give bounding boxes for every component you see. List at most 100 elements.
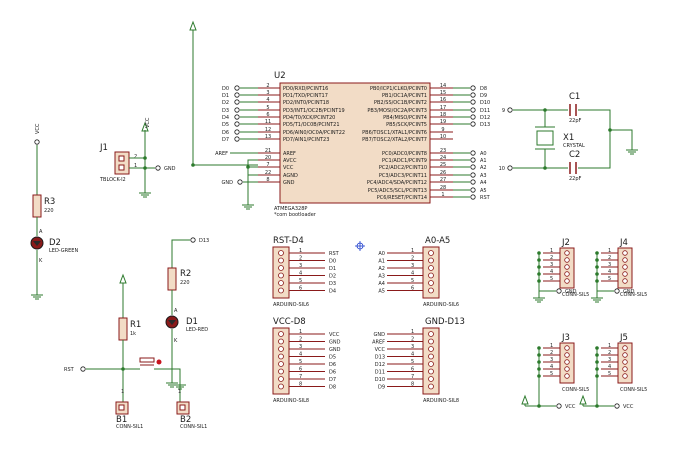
d13-port[interactable] — [190, 237, 196, 243]
gnd-port[interactable] — [155, 165, 161, 171]
header-pin-hole — [564, 278, 570, 284]
net-label: D0 — [222, 86, 229, 92]
capacitor-value: 22pF — [569, 176, 582, 182]
header-pin-num: 3 — [411, 263, 414, 269]
reset-button-dot[interactable] — [156, 359, 162, 365]
r2-body[interactable] — [167, 267, 177, 291]
ground-symbol — [242, 200, 254, 210]
net-label: D5 — [222, 122, 229, 128]
header-body[interactable] — [272, 246, 290, 299]
gnd-port[interactable] — [556, 288, 562, 294]
mcu-pin-name: PB6/TOSC1/XTAL1/PCINT6 — [362, 130, 427, 136]
gnd-port[interactable] — [614, 288, 620, 294]
net-label: D6 — [222, 130, 229, 136]
header-body[interactable] — [422, 246, 440, 299]
net-port[interactable] — [234, 121, 240, 127]
rst-port[interactable] — [80, 366, 86, 372]
mcu-part: ATMEGA328P — [274, 206, 307, 212]
header-pin-num: 5 — [411, 359, 414, 365]
mcu-body[interactable] — [279, 82, 431, 204]
net-port[interactable] — [234, 136, 240, 142]
header-body[interactable] — [422, 327, 440, 395]
junction-dot — [143, 156, 147, 160]
header-net-label: D12 — [375, 362, 385, 368]
net-port[interactable] — [234, 85, 240, 91]
net-port[interactable] — [470, 187, 476, 193]
net-port[interactable] — [470, 164, 476, 170]
header-pin-hole — [622, 366, 628, 372]
mcu-pin-name: PC3/ADC3/PCINT11 — [379, 173, 427, 179]
net-port[interactable] — [470, 92, 476, 98]
header-pin-num: 1 — [411, 329, 414, 335]
vcc-port[interactable] — [34, 139, 40, 145]
gnd-port[interactable] — [237, 179, 243, 185]
mcu-pin-number: 1 — [441, 192, 444, 198]
net-port[interactable] — [470, 150, 476, 156]
net-port[interactable] — [470, 107, 476, 113]
net-port[interactable] — [470, 99, 476, 105]
ground-symbol — [591, 293, 603, 303]
j1-body[interactable] — [114, 151, 130, 175]
mcu-pin-number: 19 — [440, 119, 446, 125]
header-net-label: VCC — [375, 347, 386, 353]
mcu-pin-name: PB2/SS/OC1B/PCINT2 — [374, 100, 427, 106]
net-port[interactable] — [234, 129, 240, 135]
header-pin-num: 2 — [411, 337, 414, 343]
header-pin-num: 2 — [411, 256, 414, 262]
header-pin-hole — [622, 257, 628, 263]
net-label: A3 — [480, 173, 487, 179]
net-port[interactable] — [234, 107, 240, 113]
vcc-port[interactable] — [614, 403, 620, 409]
mcu-pin-name: PC2/ADC2/PCINT10 — [379, 165, 427, 171]
header-pin-num: 5 — [550, 276, 553, 282]
r1-body[interactable] — [118, 317, 128, 341]
junction-dot — [191, 163, 195, 167]
net-port[interactable] — [470, 114, 476, 120]
mcu-pin-number: 25 — [440, 162, 446, 168]
header-pin-num: 2 — [608, 350, 611, 356]
r3-body[interactable] — [32, 194, 42, 218]
mcu-pin-name: PD5/T1/OC0B/PCINT21 — [283, 122, 340, 128]
header-pin-num: 5 — [299, 359, 302, 365]
vcc-port[interactable] — [556, 403, 562, 409]
net-port[interactable] — [470, 121, 476, 127]
net-label: D2 — [222, 100, 229, 106]
header-pin-hole — [622, 352, 628, 358]
mcu-note: *com bootloader — [274, 212, 317, 218]
vcc-arrow — [579, 394, 587, 405]
net-port[interactable] — [470, 157, 476, 163]
ground-symbol — [626, 145, 638, 155]
header-net-label: A1 — [378, 259, 385, 265]
xtal-port-bottom[interactable] — [507, 165, 513, 171]
net-port[interactable] — [234, 99, 240, 105]
net-port[interactable] — [470, 172, 476, 178]
net-port[interactable] — [470, 179, 476, 185]
xtal-port-top[interactable] — [507, 107, 513, 113]
net-port[interactable] — [234, 114, 240, 120]
header-net-label: D6 — [329, 370, 336, 376]
mcu-pin-number: 10 — [440, 134, 446, 140]
header-pin-hole — [278, 287, 284, 294]
header-body[interactable] — [272, 327, 290, 395]
header-pin-num: 2 — [550, 350, 553, 356]
small-header-ref: J5 — [619, 333, 628, 343]
net-port[interactable] — [470, 194, 476, 200]
header-ref: VCC-D8 — [273, 317, 306, 327]
crystal-body[interactable] — [536, 130, 554, 146]
junction-dot — [246, 165, 250, 169]
header-pin-hole — [278, 368, 284, 375]
net-label: A0 — [480, 151, 487, 157]
net-label: D12 — [480, 115, 490, 121]
net-port[interactable] — [234, 92, 240, 98]
header-pin-hole — [428, 353, 434, 360]
reset-button-cap[interactable] — [139, 357, 155, 363]
header-pin-num: 3 — [299, 344, 302, 350]
mcu-pin-number: 28 — [440, 185, 446, 191]
mcu-pin-name: PB3/MOSI/OC2A/PCINT3 — [367, 108, 427, 114]
net-port[interactable] — [470, 85, 476, 91]
ground-symbol — [166, 378, 178, 388]
header-pin-num: 8 — [299, 382, 302, 388]
vcc-arrow — [521, 394, 529, 405]
